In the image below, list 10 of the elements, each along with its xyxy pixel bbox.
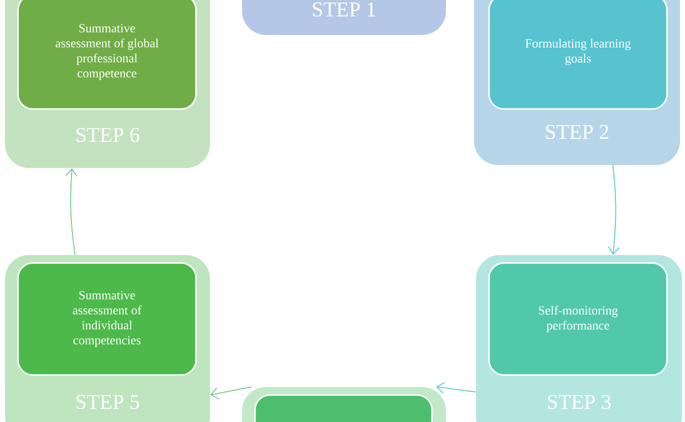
step-box: Summative assessment of individual competencies — [17, 262, 197, 376]
step-box: Self-monitoring performance — [488, 262, 668, 376]
arrow — [66, 168, 78, 256]
arrow — [608, 164, 620, 255]
step-box — [254, 394, 433, 422]
step-box: Summative assessment of global professional competence — [17, 0, 197, 110]
arrow — [436, 382, 476, 394]
step-box: Formulating learning goals — [488, 0, 668, 110]
step-card: STEP 1 — [242, 0, 446, 35]
arrow — [210, 386, 252, 400]
